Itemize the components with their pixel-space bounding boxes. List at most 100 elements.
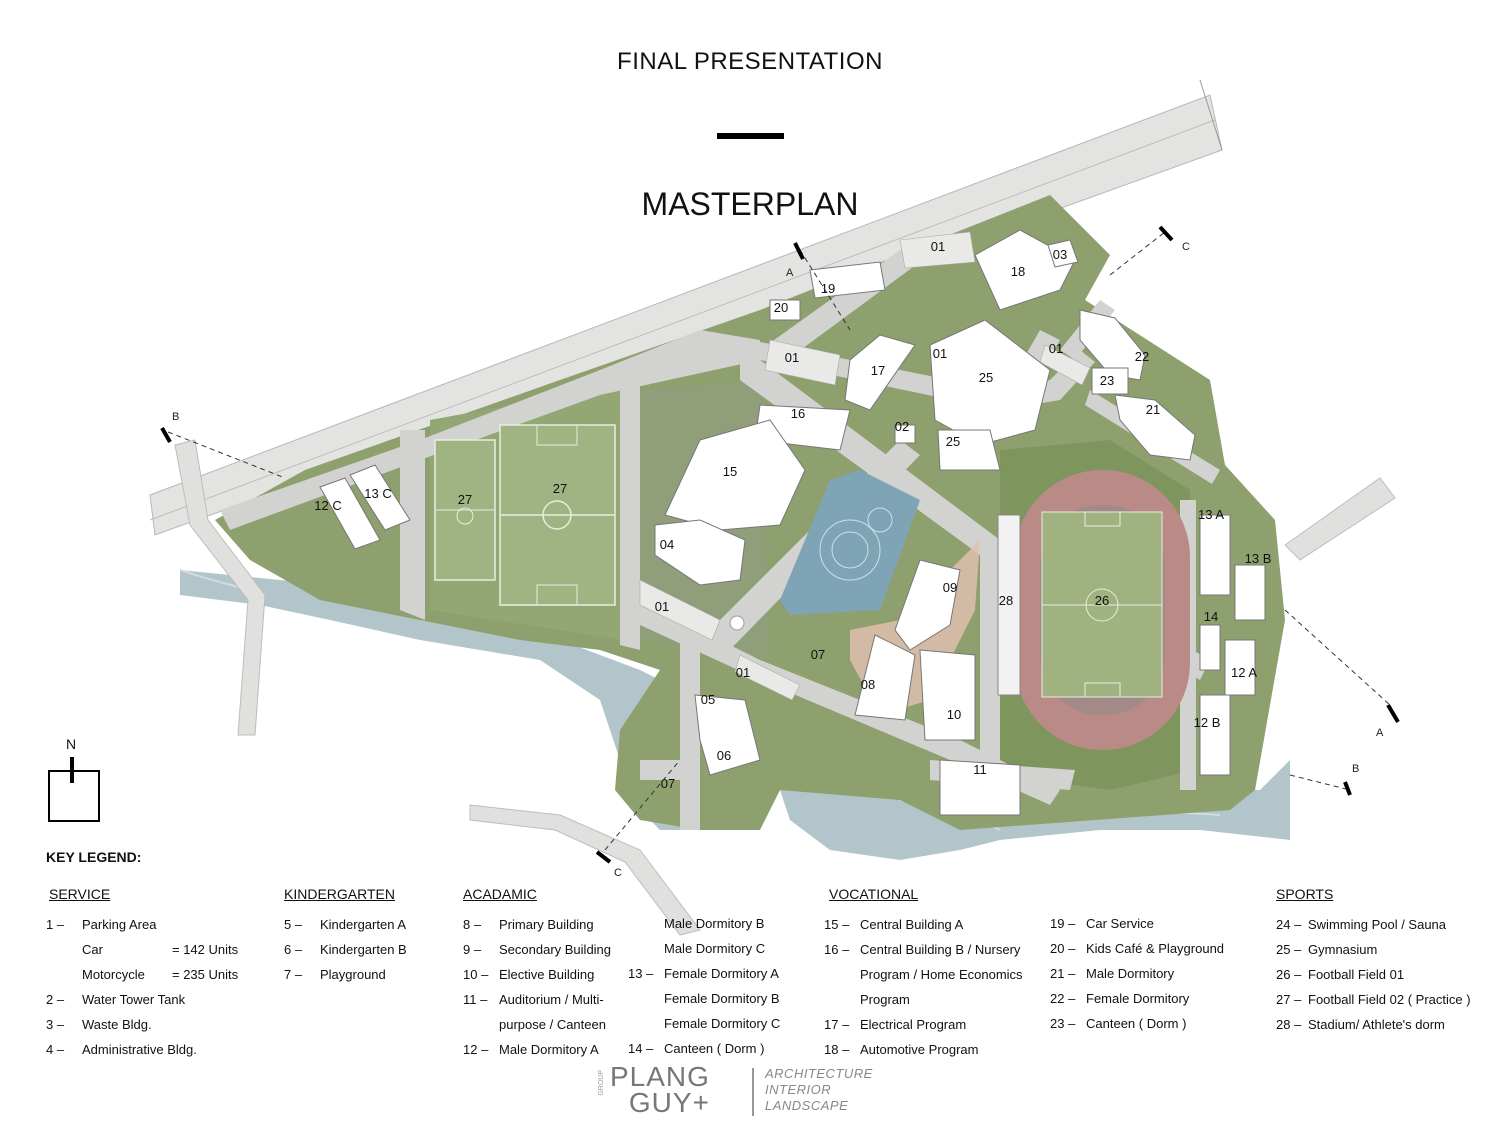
legend-item: 2 –Water Tower Tank [46,992,186,1007]
legend-item: purpose / Canteen [499,1017,606,1032]
label-05: 05 [701,692,715,707]
legend-heading: ACADAMIC [463,886,537,902]
label-27: 27 [553,481,567,496]
legend-item: 20 –Kids Café & Playground [1050,941,1225,956]
label-13b: 13 B [1245,551,1272,566]
label-17: 17 [871,363,885,378]
parking-areas [639,231,1091,701]
label-20: 20 [774,300,788,315]
practice-fields [434,424,616,606]
label-06: 06 [717,748,731,763]
legend-item: 23 –Canteen ( Dorm ) [1050,1016,1187,1031]
legend-item: 19 –Car Service [1050,916,1154,931]
logo-divider [752,1068,754,1116]
label-04: 04 [660,537,674,552]
north-arrow-stem [70,757,74,783]
logo-group-label: GROUP [598,1070,605,1096]
label-15: 15 [723,464,737,479]
legend-academic: ACADAMIC 8 –Primary Building 9 –Secondar… [463,886,611,1062]
legend-heading: VOCATIONAL [829,886,919,902]
legend-item: 13 –Female Dormitory A [628,966,779,981]
label-10: 10 [947,707,961,722]
legend-item: 9 –Secondary Building [463,942,612,957]
logo-line2: GUY+ [628,1087,710,1118]
legend-item: 26 –Football Field 01 [1276,967,1405,982]
logo-discipline: LANDSCAPE [765,1098,849,1113]
legend-item: 5 –Kindergarten A [284,917,407,932]
logo-discipline: INTERIOR [765,1082,832,1097]
section-b-label: B [172,411,179,423]
building-labels: 01 03 18 19 20 01 17 01 01 22 25 23 21 1… [314,239,1271,791]
page-title: MASTERPLAN [641,186,859,222]
label-12b: 12 B [1194,715,1221,730]
legend-item: 28 –Stadium/ Athlete's dorm [1276,1017,1445,1032]
north-arrow-icon [48,770,100,822]
legend-heading: KINDERGARTEN [284,886,395,902]
section-c-label: C [614,867,622,879]
side-roads [174,439,1396,936]
legend-item: Program [860,992,910,1007]
label-28: 28 [999,593,1013,608]
label-07: 07 [661,776,675,791]
label-03: 03 [1053,247,1067,262]
label-07: 07 [811,647,825,662]
legend-item: 24 –Swimming Pool / Sauna [1276,917,1447,932]
label-01: 01 [785,350,799,365]
legend-item: 22 –Female Dormitory [1050,991,1190,1006]
legend-item: 6 –Kindergarten B [284,942,407,957]
logo-discipline: ARCHITECTURE [765,1066,873,1081]
presentation-label: FINAL PRESENTATION [617,48,883,75]
legend-item: Female Dormitory C [664,1016,781,1031]
label-13c: 13 C [364,486,391,501]
legend-item: Male Dormitory C [664,941,766,956]
logo: PLANG GUY+ [610,1061,710,1118]
label-11: 11 [973,762,987,777]
stadium [997,470,1190,750]
label-16: 16 [791,406,805,421]
legend-academic-cont: Male Dormitory B Male Dormitory C 13 –Fe… [628,911,780,1061]
label-09: 09 [943,580,957,595]
title-divider [717,133,784,139]
label-25: 25 [946,434,960,449]
section-a-label: A [786,267,794,279]
label-01: 01 [655,599,669,614]
legend-title: KEY LEGEND: [46,849,142,865]
legend-item: 7 –Playground [284,967,386,982]
legend-item: Male Dormitory B [664,916,765,931]
legend-vocational: VOCATIONAL 15 –Central Building A 16 –Ce… [824,886,1023,1062]
buildings [319,229,1266,816]
label-12a: 12 A [1231,665,1257,680]
legend-item: Program / Home Economics [860,967,1023,982]
label-23: 23 [1100,373,1114,388]
legend-item: 15 –Central Building A [824,917,964,932]
label-14: 14 [1204,609,1218,624]
legend-sports: SPORTS 24 –Swimming Pool / Sauna 25 –Gym… [1276,886,1471,1037]
legend-item: 10 –Elective Building [463,967,595,982]
highway [149,79,1223,536]
north-label: N [66,736,77,752]
label-18: 18 [1011,264,1025,279]
section-b-label: B [1352,763,1359,775]
legend-item: 16 –Central Building B / Nursery [824,942,1021,957]
label-21: 21 [1146,402,1160,417]
legend-item: Motorcycle= 235 Units [82,967,239,982]
label-01: 01 [1049,341,1063,356]
label-27: 27 [458,492,472,507]
legend-item: 4 –Administrative Bldg. [46,1042,197,1057]
legend-vocational-cont: 19 –Car Service 20 –Kids Café & Playgrou… [1050,911,1224,1036]
legend-heading: SPORTS [1276,886,1334,902]
section-a-label: A [1376,727,1384,739]
label-22: 22 [1135,349,1149,364]
legend-item: Female Dormitory B [664,991,780,1006]
legend-heading: SERVICE [49,886,111,902]
logo-line1: PLANG [610,1061,710,1092]
legend-item: 27 –Football Field 02 ( Practice ) [1276,992,1471,1007]
label-26: 26 [1095,593,1109,608]
legend-service: SERVICE 1 –Parking Area Car= 142 Units M… [46,886,238,1062]
label-13a: 13 A [1198,507,1224,522]
label-01: 01 [933,346,947,361]
label-08: 08 [861,677,875,692]
legend-item: 17 –Electrical Program [824,1017,967,1032]
legend-item: 8 –Primary Building [463,917,594,932]
